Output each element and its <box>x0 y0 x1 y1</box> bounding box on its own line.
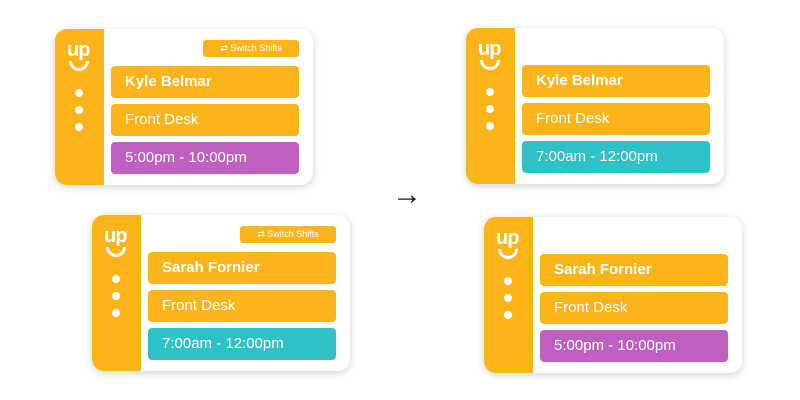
shift-card-after-kyle: up Kyle Belmar Front Desk 7:00am - 12:00… <box>466 28 724 184</box>
shift-card-before-sarah: up ⇄ Switch Shifts Sarah Fornier Front D… <box>92 215 350 371</box>
dot-icon <box>486 122 494 130</box>
sidebar: up <box>92 215 141 371</box>
dot-icon <box>112 309 120 317</box>
up-logo: up <box>104 225 127 247</box>
swap-arrows-icon: ⇄ <box>257 229 268 239</box>
dot-icon <box>486 88 494 96</box>
up-logo: up <box>67 39 90 61</box>
dot-icon <box>504 277 512 285</box>
employee-name: Kyle Belmar <box>111 66 299 98</box>
dot-icon <box>486 105 494 113</box>
smile-icon <box>69 61 89 71</box>
shift-card-before-kyle: up ⇄ Switch Shifts Kyle Belmar Front Des… <box>55 29 313 185</box>
smile-icon <box>498 249 518 259</box>
sidebar: up <box>55 29 104 185</box>
switch-shifts-button[interactable]: ⇄ Switch Shifts <box>240 226 336 243</box>
smile-icon <box>106 247 126 257</box>
shift-time: 5:00pm - 10:00pm <box>111 142 299 174</box>
dot-icon <box>75 89 83 97</box>
employee-name: Sarah Fornier <box>148 252 336 284</box>
employee-role: Front Desk <box>522 103 710 135</box>
sidebar: up <box>484 217 533 373</box>
dot-icon <box>112 275 120 283</box>
employee-role: Front Desk <box>148 290 336 322</box>
dot-icon <box>504 294 512 302</box>
up-logo: up <box>496 227 519 249</box>
employee-name: Kyle Belmar <box>522 65 710 97</box>
shift-time: 7:00am - 12:00pm <box>148 328 336 360</box>
up-logo: up <box>478 38 501 60</box>
employee-role: Front Desk <box>540 292 728 324</box>
switch-shifts-button[interactable]: ⇄ Switch Shifts <box>203 40 299 57</box>
shift-time: 7:00am - 12:00pm <box>522 141 710 173</box>
employee-role: Front Desk <box>111 104 299 136</box>
smile-icon <box>480 60 500 70</box>
dot-icon <box>75 106 83 114</box>
employee-name: Sarah Fornier <box>540 254 728 286</box>
swap-arrows-icon: ⇄ <box>220 43 231 53</box>
arrow-right-icon: → <box>392 178 422 211</box>
dot-icon <box>504 311 512 319</box>
dot-icon <box>112 292 120 300</box>
shift-time: 5:00pm - 10:00pm <box>540 330 728 362</box>
sidebar: up <box>466 28 515 184</box>
dot-icon <box>75 123 83 131</box>
shift-card-after-sarah: up Sarah Fornier Front Desk 5:00pm - 10:… <box>484 217 742 373</box>
